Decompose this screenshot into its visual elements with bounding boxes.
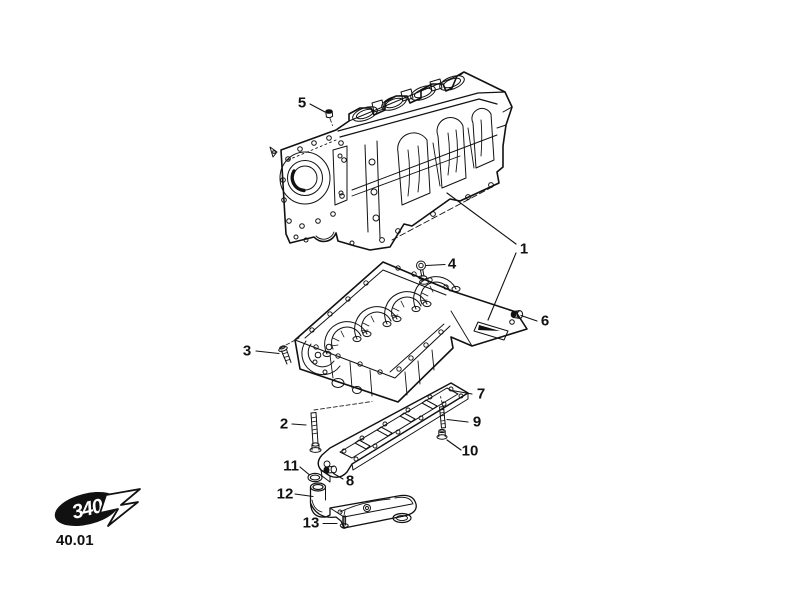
callout-10[interactable]: 10 [461,442,479,460]
bolt-4-glyph [416,260,428,280]
callout-13[interactable]: 13 [302,514,320,532]
logo-swoosh [99,488,141,527]
spacer-plate-illustration [317,382,469,483]
callout-8[interactable]: 8 [345,472,355,490]
callout-4[interactable]: 4 [447,255,457,273]
bolt-13-glyph [339,515,349,529]
callout-leader-lines [255,103,538,525]
callout-3[interactable]: 3 [242,342,252,360]
plug-6-glyph [510,310,524,319]
stud-9-glyph [439,406,446,429]
plug-5-glyph [325,109,334,119]
bolt-3-glyph [278,345,292,365]
lower-crankcase-illustration [294,261,528,403]
callout-6[interactable]: 6 [540,312,550,330]
callout-5[interactable]: 5 [297,94,307,112]
plug-8-glyph [323,465,337,474]
callout-9[interactable]: 9 [472,413,482,431]
assembly-axis-lines [285,118,443,515]
callout-2[interactable]: 2 [279,415,289,433]
engine-block-illustration [269,71,513,251]
callout-1[interactable]: 1 [519,240,529,258]
oil-pickup-illustration [309,482,417,529]
oring-11-glyph [307,472,323,483]
callout-11[interactable]: 11 [283,457,299,475]
nut-10-glyph [436,428,448,440]
callout-7[interactable]: 7 [476,385,486,403]
table-code: 40.01 [56,532,94,549]
bolt-2-glyph [309,412,322,453]
callout-12[interactable]: 12 [276,485,294,503]
brand-logo: 340 [54,488,141,527]
